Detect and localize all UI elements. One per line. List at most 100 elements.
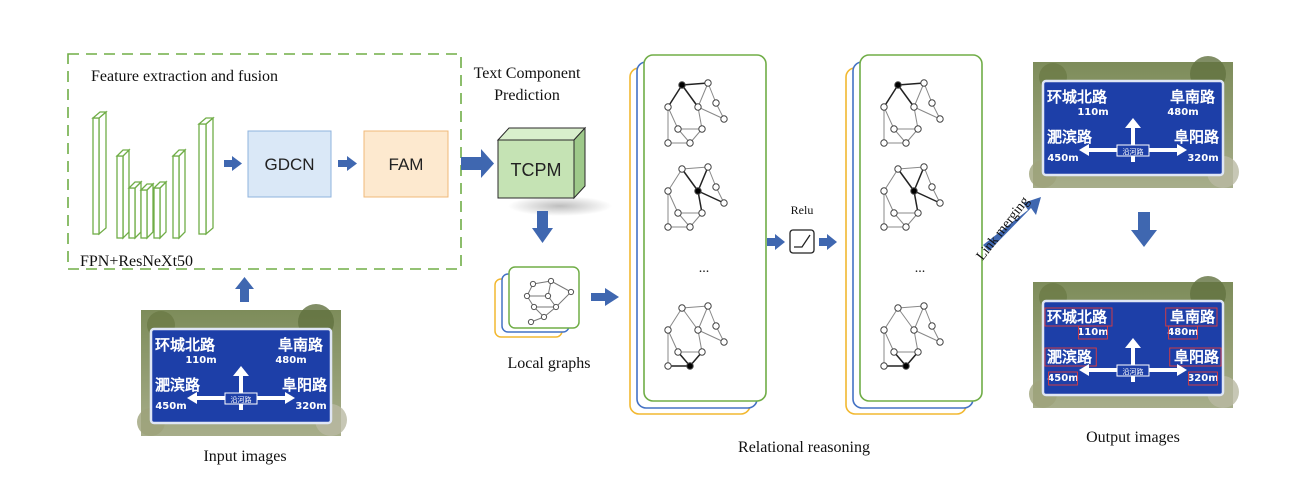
graph-edge — [681, 84, 699, 108]
graph-edge — [913, 82, 925, 108]
graph-node — [890, 125, 898, 133]
graph-edge — [897, 82, 925, 86]
graph-edge — [913, 329, 941, 343]
arrow-merge-to-output — [1131, 212, 1157, 247]
graph-edge — [913, 305, 925, 331]
graph-stack-before-relu: ... — [629, 54, 767, 415]
graph-edge — [667, 106, 679, 130]
graph-edge — [913, 190, 941, 204]
gdcn-module — [247, 130, 332, 198]
graph-node — [936, 199, 944, 207]
graph-node — [664, 187, 672, 195]
graph-node — [712, 322, 720, 330]
detection-box — [1048, 371, 1078, 386]
graph-node — [914, 125, 922, 133]
graph-node — [880, 139, 888, 147]
sign-row2-left: 淝滨路 — [1047, 348, 1093, 366]
graph-edge — [697, 305, 709, 331]
sign-center-text: 沿河路 — [1123, 367, 1144, 376]
graph-edge — [883, 307, 899, 331]
sign-dist-110: 110m — [185, 355, 216, 366]
graph-edge — [697, 106, 703, 130]
detection-box — [1188, 371, 1218, 386]
graph-node — [674, 125, 682, 133]
graph-node — [880, 187, 888, 195]
graph-node — [920, 163, 928, 171]
graph-node — [712, 183, 720, 191]
sign-row1-right: 阜南路 — [278, 336, 324, 354]
graph-node — [880, 362, 888, 370]
ellipsis: ... — [699, 261, 710, 276]
graph-node — [664, 326, 672, 334]
graph-edge — [667, 307, 683, 331]
graph-node — [902, 139, 910, 147]
sign-dist-450: 450m — [155, 401, 186, 412]
graph-edge — [883, 190, 895, 214]
detection-box — [1168, 325, 1198, 340]
sign-row1-left: 环城北路 — [155, 336, 216, 354]
graph-edge — [667, 329, 679, 353]
graph-node — [674, 348, 682, 356]
sign-arrowhead-left — [1079, 364, 1089, 376]
graph-edge — [913, 329, 919, 353]
graph-edge — [697, 106, 725, 120]
graph-node — [910, 103, 918, 111]
sign-arrowhead-right — [1177, 144, 1187, 156]
sign-dist-480: 480m — [1167, 107, 1198, 118]
graph-node — [686, 139, 694, 147]
center-node — [678, 81, 686, 89]
graph-edge — [913, 106, 941, 120]
sign-center-plate — [1116, 144, 1150, 157]
graph-edge — [681, 305, 709, 309]
relational-reasoning-label: Relational reasoning — [738, 439, 870, 456]
arrow-to-relu — [767, 234, 785, 250]
graph-node — [664, 139, 672, 147]
graph-edge — [681, 82, 709, 86]
sign-arrowhead-up — [1125, 338, 1141, 348]
tcpm-cube — [496, 126, 587, 200]
graph-node — [686, 223, 694, 231]
sign-dist-110: 110m — [1077, 327, 1108, 338]
stack-layer-front — [643, 54, 767, 402]
graph-node — [928, 99, 936, 107]
graph-node — [880, 103, 888, 111]
graph-node — [894, 304, 902, 312]
sign-dist-480: 480m — [275, 355, 306, 366]
sign-center-text: 沿河路 — [1123, 147, 1144, 156]
graph-node — [910, 326, 918, 334]
graph-edge — [897, 305, 925, 309]
graph-edge — [883, 84, 899, 108]
graph-edge — [697, 190, 725, 204]
graph-node — [920, 302, 928, 310]
sign-row2-left: 淝滨路 — [1047, 128, 1093, 146]
graph-edge — [897, 307, 915, 331]
graph-node — [704, 79, 712, 87]
sign-row2-right: 阜阳路 — [282, 376, 328, 394]
graph-node — [914, 209, 922, 217]
detection-box — [1078, 325, 1108, 340]
arrow-input-to-features — [235, 277, 254, 302]
sign-arrowhead-up — [1125, 118, 1141, 128]
detection-box — [1169, 347, 1222, 367]
graph-node — [664, 223, 672, 231]
center-node — [902, 362, 910, 370]
sign-dist-320: 320m — [1187, 153, 1218, 164]
stack-layer-front — [859, 54, 983, 402]
tcp-title-line1: Text Component — [474, 65, 581, 82]
graph-edge — [697, 329, 725, 343]
arrow-fam-to-tcpm — [461, 149, 494, 178]
graph-edge — [913, 106, 919, 130]
sign-arrowhead-left — [1079, 144, 1089, 156]
graph-node — [936, 338, 944, 346]
feature-extraction-title: Feature extraction and fusion — [91, 68, 278, 85]
graph-edge — [913, 190, 919, 214]
graph-node — [712, 99, 720, 107]
graph-node — [902, 223, 910, 231]
graph-node — [920, 79, 928, 87]
input-images-label: Input images — [203, 448, 286, 465]
sign-arrowhead-up — [233, 366, 249, 376]
arrow-tcpm-to-local-graphs — [532, 211, 553, 243]
graph-node — [720, 199, 728, 207]
arrow-backbone-to-gdcn — [224, 156, 242, 171]
